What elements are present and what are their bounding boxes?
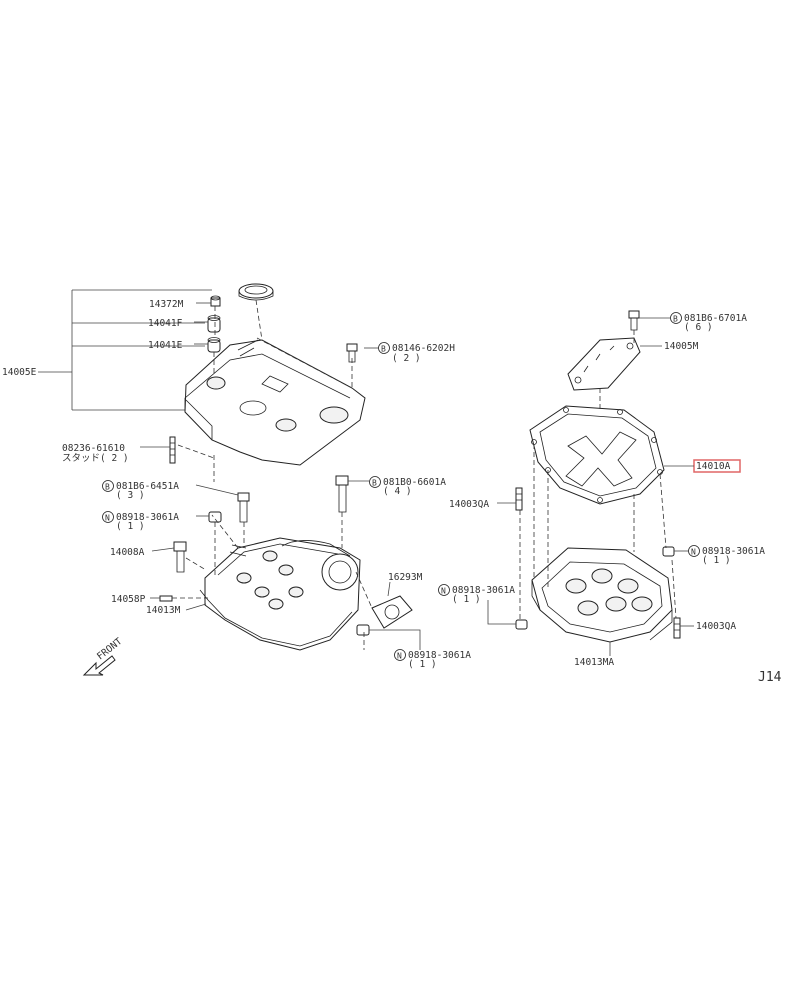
badge-b-letter: B: [673, 315, 678, 324]
part-labels: 14372M 14041F 14041E 14005E B 08146-6202…: [2, 299, 782, 685]
nut-08918-right: [662, 546, 675, 557]
label-081b6-6451a: 081B6-6451A: [116, 481, 179, 492]
bolt-14008a: [173, 541, 187, 573]
page-code: J14: [758, 670, 782, 685]
front-arrow: [82, 655, 116, 676]
label-08236-sub: スタッド( 2 ): [62, 453, 129, 464]
bolt-badge: [670, 312, 682, 324]
label-14003qa-lower: 14003QA: [696, 621, 736, 632]
label-081b6-6451a-qty: ( 3 ): [116, 490, 145, 501]
intake-manifold-group: [159, 475, 413, 651]
plate-14005m: [567, 337, 641, 391]
badge-n-letter: N: [691, 548, 696, 557]
label-14372m: 14372M: [149, 299, 184, 310]
bolt-badge: [369, 476, 381, 488]
bolt-081b6-6701a: [628, 310, 640, 331]
label-14041f: 14041F: [148, 318, 183, 329]
nut-badge: [438, 584, 450, 596]
engine-cover-group: [38, 283, 366, 482]
label-14013m: 14013M: [146, 605, 181, 616]
nut-08918-bottom: [356, 624, 370, 636]
label-08918-3061a-a-qty: ( 1 ): [116, 521, 145, 532]
bolt-badge: [102, 480, 114, 492]
label-081b6-6701a-qty: ( 6 ): [684, 322, 713, 333]
bolt-badge: [378, 342, 390, 354]
label-14005m: 14005M: [664, 341, 699, 352]
badge-n-letter: N: [397, 652, 402, 661]
nut-08918-lower: [515, 619, 528, 630]
nut-08918-left: [208, 511, 222, 523]
badge-b-letter: B: [372, 479, 377, 488]
lower-manifold-part: [531, 547, 673, 643]
label-081b6-6701a: 081B6-6701A: [684, 313, 747, 324]
label-08236-61610: 08236-61610: [62, 443, 125, 454]
stud-14003qa-upper: [515, 487, 523, 511]
nut-badge: [688, 545, 700, 557]
nut-badge: [102, 511, 114, 523]
label-14005e: 14005E: [2, 367, 37, 378]
bolt-081b6-6451a: [237, 492, 250, 523]
label-08146-6202h: 08146-6202H: [392, 343, 455, 354]
label-081b0-6601a: 081B0-6601A: [383, 477, 446, 488]
label-081b0-6601a-qty: ( 4 ): [383, 486, 412, 497]
label-08918-3061a-b-qty: ( 1 ): [702, 555, 731, 566]
gasket-14010a: [529, 405, 665, 505]
badge-b-letter: B: [381, 345, 386, 354]
badge-n-letter: N: [105, 514, 110, 523]
engine-cover-part: [184, 339, 366, 466]
label-08918-3061a-d: 08918-3061A: [452, 585, 515, 596]
label-08918-3061a-d-qty: ( 1 ): [452, 594, 481, 605]
label-08918-3061a-b: 08918-3061A: [702, 546, 765, 557]
gasket-16293m: [371, 595, 413, 629]
lower-manifold-group: [515, 310, 681, 643]
label-14013ma: 14013MA: [574, 657, 614, 668]
dowel-14058p: [159, 595, 173, 602]
label-14010a: 14010A: [696, 461, 731, 472]
label-14058p: 14058P: [111, 594, 146, 605]
label-14003qa-upper: 14003QA: [449, 499, 489, 510]
grommet-14372m: [210, 295, 221, 307]
label-08918-3061a-a: 08918-3061A: [116, 512, 179, 523]
label-16293m: 16293M: [388, 572, 423, 583]
label-14041e: 14041E: [148, 340, 183, 351]
bolt-081b0-6601a: [335, 475, 349, 513]
leader-lines: [140, 302, 694, 656]
badge-b-letter: B: [105, 483, 110, 492]
grommet-14041f: [207, 315, 221, 333]
nut-badge: [394, 649, 406, 661]
grommet-14041e: [207, 337, 221, 353]
label-08918-3061a-c-qty: ( 1 ): [408, 659, 437, 670]
stud-14003qa-lower: [673, 617, 681, 639]
stud-08236: [169, 436, 176, 464]
badge-n-letter: N: [441, 587, 446, 596]
label-08146-qty: ( 2 ): [392, 353, 421, 364]
oil-cap-part: [238, 283, 274, 301]
bolt-08146: [346, 343, 358, 363]
label-14008a: 14008A: [110, 547, 145, 558]
intake-manifold-part: [199, 537, 361, 651]
label-08918-3061a-c: 08918-3061A: [408, 650, 471, 661]
